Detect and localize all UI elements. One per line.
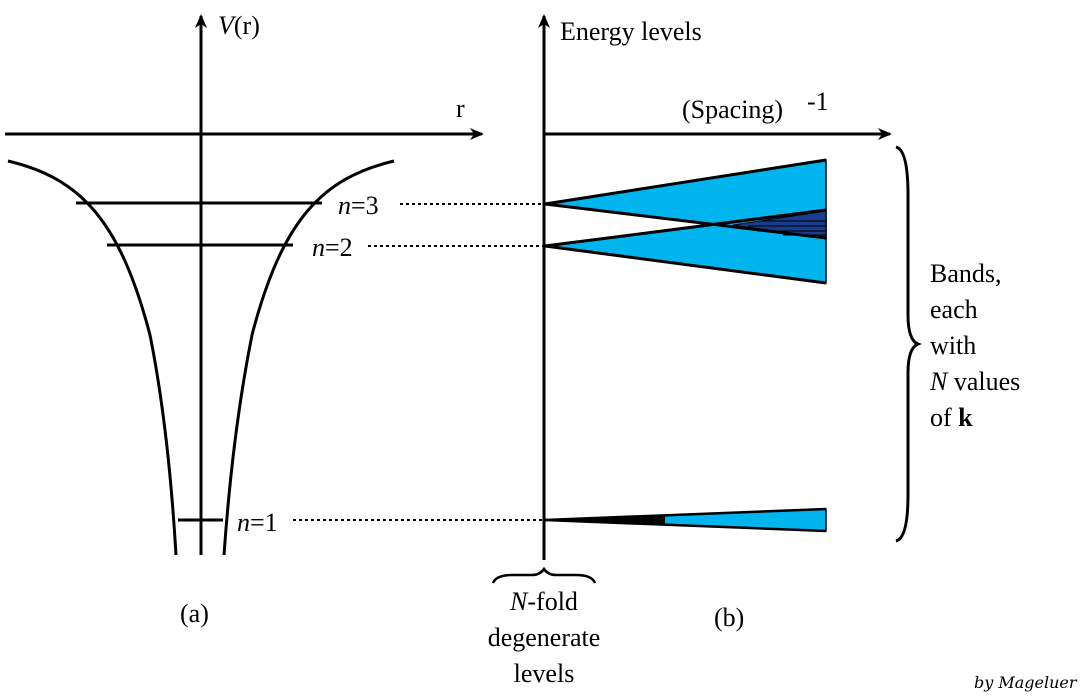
panel-b-y-axis-label: Energy levels <box>560 17 702 46</box>
brace-text-line5: of k <box>930 403 973 432</box>
degenerate-brace <box>491 566 597 584</box>
brace-text-line1: Bands, <box>930 259 1002 288</box>
band-n1-tip <box>545 516 665 524</box>
panel-b: Energy levels (Spacing) -1 Bands, each w… <box>488 14 1020 688</box>
level-label-n1: n=1 <box>237 508 278 537</box>
degenerate-text-line2: degenerate <box>488 623 601 652</box>
degenerate-text-line1: N-fold <box>509 587 578 616</box>
potential-curve-left <box>7 159 178 556</box>
band-n2-lower-edge <box>544 244 827 285</box>
panel-b-x-axis-label: (Spacing) <box>682 95 783 124</box>
author-signature: by Mageluer <box>974 673 1078 692</box>
panel-b-x-axis-exponent: -1 <box>807 87 829 116</box>
brace-text-line4: N values <box>929 367 1020 396</box>
brace-text-line3: with <box>930 331 976 360</box>
brace-text-line2: each <box>930 295 978 324</box>
band-n1-upper-edge <box>544 507 827 522</box>
panel-a-y-axis-label: V(r) <box>218 11 260 40</box>
panel-a-caption: (a) <box>180 599 209 628</box>
level-label-n2: n=2 <box>312 233 353 262</box>
band-n2-upper-edge <box>544 208 827 248</box>
panel-a: V(r) r n=3 n=2 n=1 (a) <box>5 11 484 628</box>
level-label-n3: n=3 <box>338 191 379 220</box>
bands-brace <box>895 145 923 543</box>
degenerate-text-line3: levels <box>514 659 575 688</box>
panel-a-x-axis-label: r <box>456 94 465 123</box>
potential-curve-right <box>222 159 395 556</box>
band-n3-upper-edge <box>544 158 827 206</box>
band-n1-lower-edge <box>544 518 827 533</box>
band-n3-lower-edge <box>544 202 827 240</box>
panel-b-caption: (b) <box>714 603 744 632</box>
